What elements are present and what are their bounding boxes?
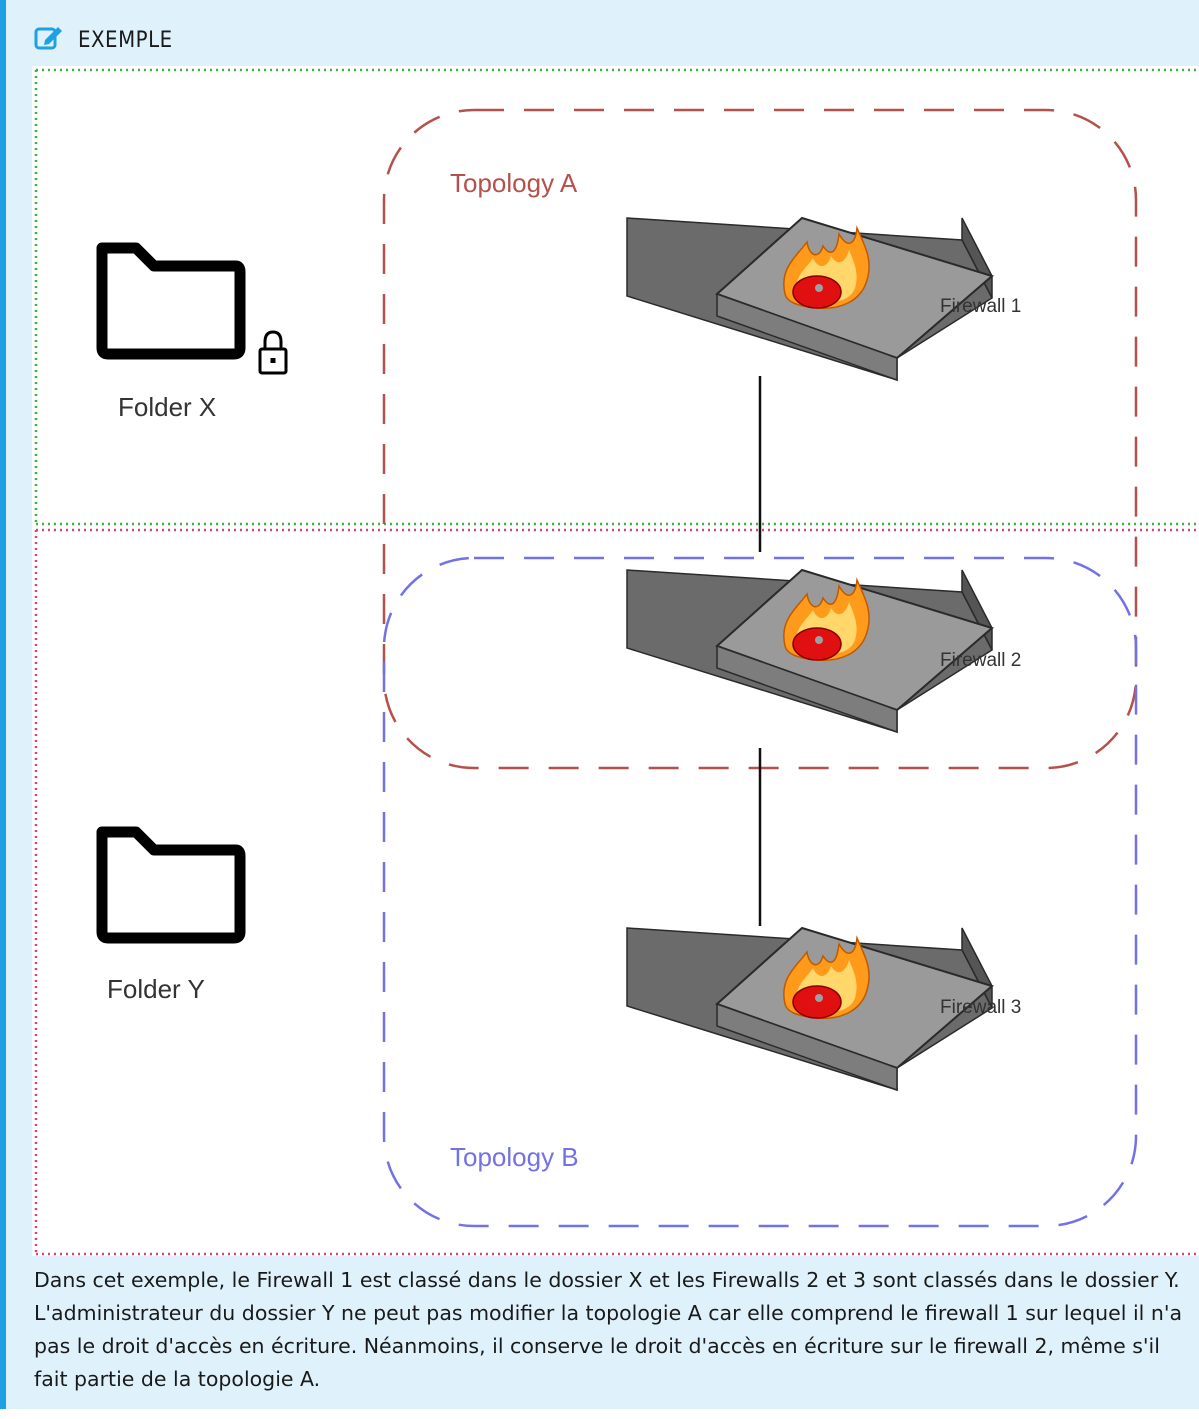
firewall-device-3 — [626, 927, 993, 1091]
callout-header: EXEMPLE — [34, 24, 173, 56]
firewall-1-label: Firewall 1 — [940, 296, 1021, 317]
diagram: Folder X Folder Y Topology A Topology B … — [32, 66, 1199, 1256]
lock-icon — [258, 330, 288, 375]
firewall-2-label: Firewall 2 — [940, 650, 1021, 671]
folder-icon — [96, 242, 246, 360]
folder-x-label: Folder X — [118, 392, 216, 422]
topology-a-label: Topology A — [450, 168, 578, 198]
edit-note-icon — [34, 24, 64, 56]
topology-b-label: Topology B — [450, 1142, 579, 1172]
firewall-3-label: Firewall 3 — [940, 997, 1021, 1018]
callout-title: EXEMPLE — [78, 27, 173, 53]
folder-y-label: Folder Y — [107, 974, 205, 1004]
example-description: Dans cet exemple, le Firewall 1 est clas… — [34, 1268, 1183, 1391]
firewall-device-1 — [626, 217, 993, 381]
folder-icon — [96, 826, 246, 944]
firewall-device-2 — [626, 569, 993, 733]
